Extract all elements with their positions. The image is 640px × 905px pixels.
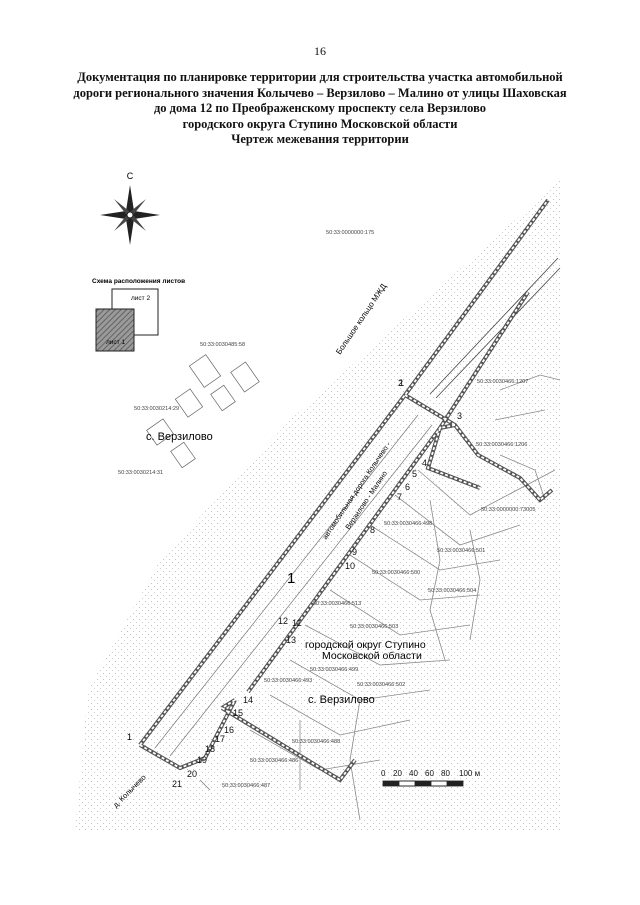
point-label: 6	[405, 482, 410, 492]
point-label: 21	[172, 779, 182, 789]
parcel-label: 50:33:0030466:513	[313, 601, 361, 607]
point-label: 7	[397, 492, 402, 502]
document-title: Документация по планировке территории дл…	[40, 70, 600, 148]
parcel-label: 50:33:0030466:498	[384, 521, 432, 527]
red-lines	[138, 198, 554, 783]
zone-number: 1	[287, 570, 295, 587]
parcel-label: 50:33:0030466:502	[357, 682, 405, 688]
sheet-scheme: Схема расположения листов лист 2 лист 1	[92, 278, 185, 352]
scale-tick-label: 20	[393, 769, 402, 778]
point-label: 1	[127, 732, 132, 742]
title-line-2: дороги регионального значения Колычево –…	[73, 85, 567, 100]
point-label: 4	[422, 458, 427, 468]
scale-tick-label: 40	[409, 769, 418, 778]
buildings	[146, 354, 260, 469]
point-label: 15	[233, 708, 243, 718]
title-line-4: городского округа Ступино Московской обл…	[182, 116, 458, 131]
point-label: 13	[286, 635, 296, 645]
parcel-label: 50:33:0030466:493	[264, 678, 312, 684]
parcel-label: 50:33:0030466:488	[292, 739, 340, 745]
point-label: 18	[205, 744, 215, 754]
district-label: Московской области	[322, 650, 422, 662]
scale-tick-label: 60	[425, 769, 434, 778]
point-label: 12	[278, 616, 288, 626]
road-edges	[154, 414, 433, 791]
scale-tick-label: 80	[441, 769, 450, 778]
parcel-label: 50:33:0030466:503	[350, 624, 398, 630]
parcel-label: 50:33:0030466:499	[310, 667, 358, 673]
point-label: 19	[197, 755, 207, 765]
point-label: 17	[215, 734, 225, 744]
point-label: 8	[370, 525, 375, 535]
point-label: 11	[292, 618, 301, 628]
point-label: 1	[399, 378, 404, 388]
scale-tick-label: 0	[381, 769, 386, 778]
point-labels: 1 2 3 4 5 6 7 8 9 10 11 12 13 14 15 16 1…	[172, 378, 462, 789]
compass-north-label: С	[127, 171, 134, 181]
parcel-labels: 50:33:0000000:175 50:33:0030485:58 50:33…	[118, 230, 535, 789]
parcel-label: 50:33:0030466:501	[437, 548, 485, 554]
village-label: с. Верзилово	[308, 694, 375, 706]
page-number: 16	[314, 44, 326, 58]
parcel-label: 50:33:0030466:500	[372, 570, 420, 576]
parcel-label: 50:33:0030466:486	[250, 758, 298, 764]
title-line-1: Документация по планировке территории дл…	[77, 70, 563, 84]
parcel-label: 50:33:0030485:58	[200, 342, 245, 348]
village-label: с. Верзилово	[146, 431, 213, 443]
parcel-label: 50:33:0030466:487	[222, 783, 270, 789]
point-label: 14	[243, 695, 253, 705]
point-label: 2	[398, 378, 403, 388]
point-label: 5	[412, 469, 417, 479]
point-label: 9	[352, 547, 357, 557]
title-line-5: Чертеж межевания территории	[231, 132, 409, 146]
sheet-scheme-title: Схема расположения листов	[92, 278, 185, 285]
parcel-label: 50:33:0030466:1206	[476, 442, 527, 448]
parcel-label: 50:33:0000000:73005	[481, 507, 535, 513]
district-label: городской округ Ступино	[305, 639, 426, 651]
parcel-label: 50:33:0030214:31	[118, 470, 163, 476]
sheet-1-label: лист 1	[106, 339, 125, 346]
parcel-label: 50:33:0030466:1207	[477, 379, 528, 385]
parcel-label: 50:33:0030214:29	[134, 406, 179, 412]
point-label: 20	[187, 769, 197, 779]
compass-rose: С	[100, 171, 160, 245]
sheet-1-box	[95, 308, 135, 352]
parcel-label: 50:33:0030466:504	[428, 588, 476, 594]
point-label: 3	[457, 411, 462, 421]
sheet-2-label: лист 2	[131, 295, 150, 302]
ring-road	[429, 257, 561, 399]
parcel-label: 50:33:0000000:175	[326, 230, 374, 236]
scale-bar: 0 20 40 60 80 100 м	[381, 769, 480, 787]
title-line-3: до дома 12 по Преображенскому проспекту …	[153, 101, 487, 115]
scale-tick-label: 100 м	[459, 769, 480, 778]
point-label: 16	[224, 725, 234, 735]
point-label: 10	[345, 561, 355, 571]
